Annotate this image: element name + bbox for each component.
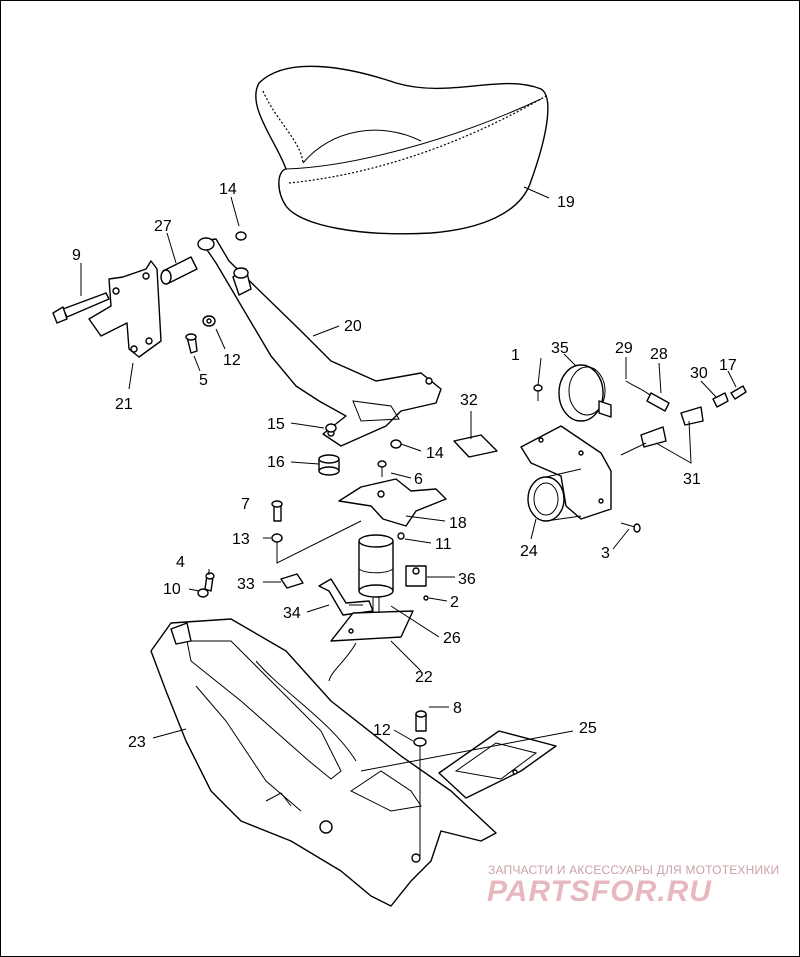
washer-part-10	[197, 588, 209, 598]
bolt-part-7	[271, 500, 283, 522]
nut-part-15	[325, 423, 337, 433]
support-arm-part	[197, 237, 442, 447]
mounting-plate-part	[338, 478, 447, 527]
base-plate-part	[328, 610, 414, 682]
callout-9: 9	[72, 247, 81, 264]
hose-fitting-part	[625, 380, 670, 412]
seat-pan-part	[150, 618, 497, 907]
callout-28: 28	[650, 346, 668, 363]
callout-22: 22	[415, 669, 433, 686]
callout-24: 24	[520, 543, 538, 560]
callout-23: 23	[128, 734, 146, 751]
callout-labels: 1 2 3 4 5 6 7 8 9 10 11 12 12 13 14 14 1…	[72, 181, 737, 751]
callout-20: 20	[344, 318, 362, 335]
callout-11: 11	[435, 536, 452, 553]
callout-19: 19	[557, 194, 575, 211]
callout-1: 1	[511, 347, 520, 364]
callout-17: 17	[719, 357, 737, 374]
callout-15: 15	[267, 416, 285, 433]
callout-32: 32	[460, 392, 478, 409]
pump-bracket-part	[318, 578, 374, 616]
callout-31: 31	[683, 471, 701, 488]
callout-33: 33	[237, 576, 255, 593]
screw-part-6	[377, 460, 387, 477]
washer-part-12-lower	[413, 737, 427, 747]
screw-part-3	[620, 522, 641, 533]
bolt-part-8	[415, 710, 427, 732]
callout-3: 3	[601, 545, 610, 562]
bumper-part	[318, 454, 340, 476]
label-part	[453, 434, 498, 458]
washer-part-13	[271, 533, 283, 543]
callout-2: 2	[450, 594, 459, 611]
callout-5: 5	[199, 372, 208, 389]
air-pump-part	[358, 534, 394, 613]
bracket-part	[88, 260, 162, 358]
pad-part	[280, 573, 304, 589]
callout-12-lower: 12	[373, 722, 391, 739]
tee-fitting-part	[620, 406, 704, 456]
callout-25: 25	[579, 720, 597, 737]
callout-27: 27	[154, 218, 172, 235]
callout-8: 8	[453, 700, 462, 717]
nut-part	[235, 231, 247, 241]
callout-35: 35	[551, 340, 569, 357]
callout-16: 16	[267, 454, 285, 471]
callout-13: 13	[232, 531, 250, 548]
callout-14-lower: 14	[426, 445, 444, 462]
callout-30: 30	[690, 365, 708, 382]
callout-12-upper: 12	[223, 352, 241, 369]
cover-plate-part	[438, 730, 557, 799]
callout-21: 21	[115, 396, 133, 413]
valve-part	[405, 565, 429, 601]
gauge-part	[558, 364, 612, 422]
spacer-part	[160, 256, 198, 285]
gauge-bracket-part	[520, 425, 612, 522]
nut-part-mid	[390, 439, 402, 449]
callout-26: 26	[443, 630, 461, 647]
callout-7: 7	[241, 496, 250, 513]
callout-36: 36	[458, 571, 476, 588]
screw-part-1	[533, 384, 543, 401]
bolt-part	[52, 292, 110, 324]
fitting-part-30	[712, 392, 729, 408]
leader-lines	[80, 186, 737, 856]
callout-10: 10	[163, 581, 181, 598]
callout-6: 6	[414, 471, 423, 488]
watermark-tagline: ЗАПЧАСТИ И АКСЕССУАРЫ ДЛЯ МОТОТЕХНИКИ	[488, 863, 780, 877]
screw-part	[185, 333, 198, 354]
callout-29: 29	[615, 340, 633, 357]
watermark-logo: PARTSFOR.RU	[487, 875, 712, 908]
callout-34: 34	[283, 605, 301, 622]
washer-part	[202, 315, 216, 327]
fitting-part-17	[730, 385, 747, 400]
callout-18: 18	[449, 515, 467, 532]
callout-14-upper: 14	[219, 181, 237, 198]
screw-part-11	[397, 532, 405, 540]
callout-4: 4	[176, 554, 185, 571]
screw-part-4	[204, 572, 215, 592]
seat-part	[255, 65, 549, 235]
